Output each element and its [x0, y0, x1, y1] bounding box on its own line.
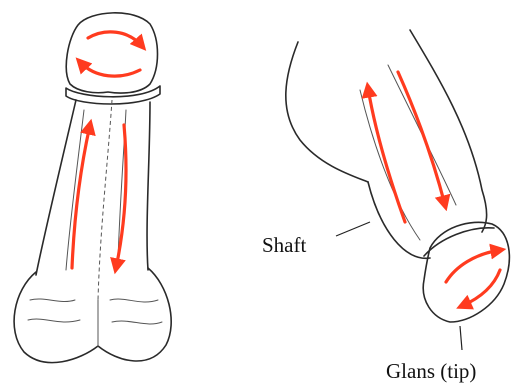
front-glans-outline: [66, 13, 157, 93]
side-view-illustration: Shaft Glans (tip): [262, 30, 509, 383]
side-glans-arrow-up: [446, 250, 500, 282]
glans-pointer-line: [460, 326, 462, 350]
side-glans-outline: [423, 222, 509, 322]
front-shaft-arrow-up: [72, 125, 90, 268]
front-scrotum-outline: [14, 268, 171, 363]
front-view-illustration: [14, 13, 171, 363]
side-body-outline: [286, 42, 368, 182]
shaft-label: Shaft: [262, 233, 306, 257]
front-shaft-seam: [98, 100, 112, 300]
front-corona-rim: [66, 86, 160, 104]
front-shaft-shading: [66, 110, 126, 270]
front-shaft-outline: [36, 100, 150, 275]
glans-label: Glans (tip): [386, 359, 476, 383]
front-glans-arrow-top: [88, 32, 142, 46]
side-shaft-arrow-down: [398, 72, 445, 205]
front-glans-arrow-bottom: [80, 62, 140, 76]
shaft-pointer-line: [336, 222, 370, 236]
front-scrotum-texture: [28, 299, 162, 346]
